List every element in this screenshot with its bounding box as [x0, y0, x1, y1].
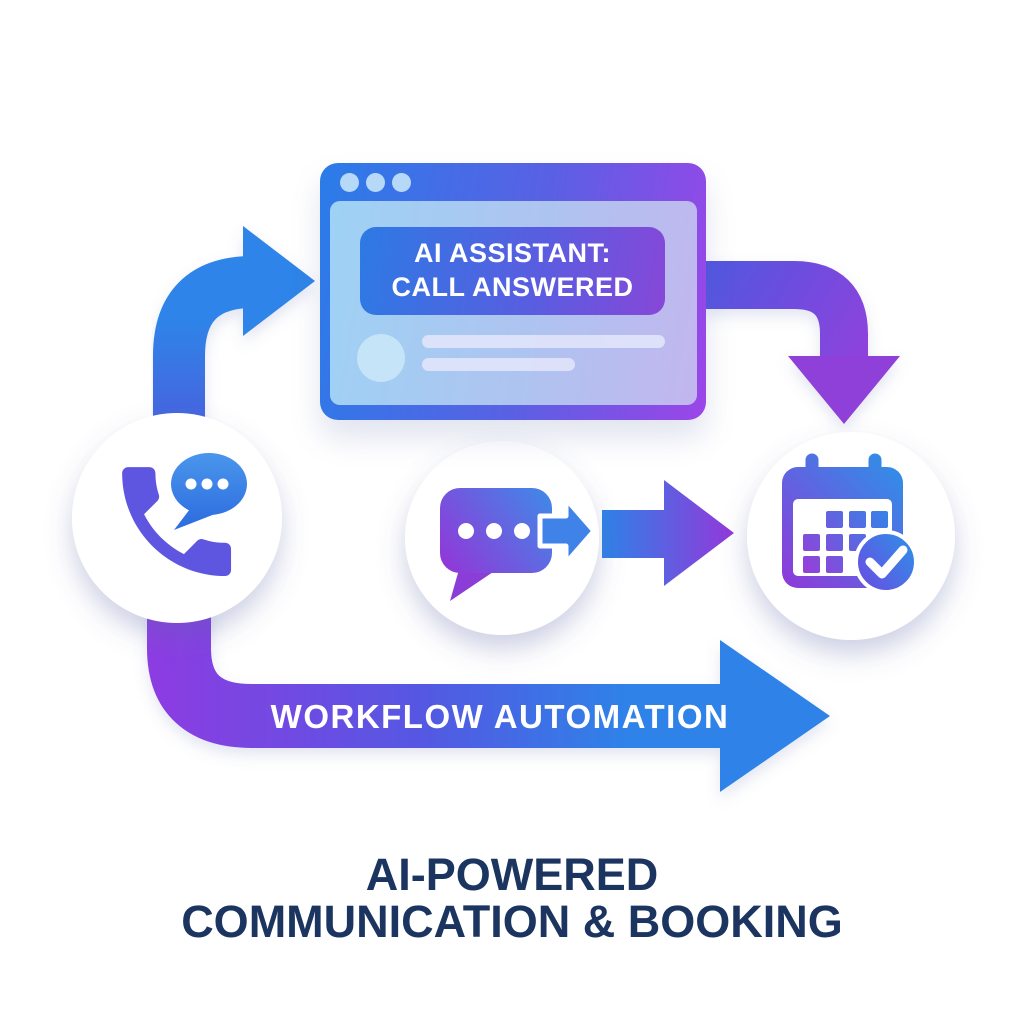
arrow-assistant-to-booking	[704, 261, 900, 424]
workflow-automation-arrow	[147, 608, 830, 792]
phone-with-chat-bubble-icon	[122, 453, 247, 577]
node-incoming-call	[72, 413, 282, 623]
avatar	[357, 334, 405, 382]
assistant-message-line2: CALL ANSWERED	[391, 272, 634, 302]
checkmark-icon	[865, 545, 908, 579]
browser-traffic-dots-icon	[340, 173, 411, 192]
arrow-message-to-booking	[602, 480, 734, 586]
page-title-line2: COMMUNICATION & BOOKING	[181, 896, 843, 947]
page-title: AI-POWERED COMMUNICATION & BOOKING	[0, 851, 1024, 945]
browser-content-panel: AI ASSISTANT: CALL ANSWERED	[330, 201, 697, 405]
assistant-message-line1: AI ASSISTANT:	[413, 238, 611, 269]
window-dot	[392, 173, 411, 192]
chat-message-send-icon	[440, 488, 597, 601]
window-dot	[340, 173, 359, 192]
check-badge	[854, 530, 918, 594]
calendar-check-icon	[782, 448, 918, 594]
arrow-call-to-assistant	[153, 226, 315, 446]
assistant-message-banner: AI ASSISTANT: CALL ANSWERED	[360, 227, 665, 315]
node-booking	[747, 432, 955, 640]
text-placeholder-line	[422, 335, 665, 348]
workflow-automation-label: WORKFLOW AUTOMATION	[270, 698, 730, 735]
ai-assistant-window: AI ASSISTANT: CALL ANSWERED	[320, 163, 706, 420]
window-dot	[366, 173, 385, 192]
page-title-line1: AI-POWERED	[365, 849, 659, 900]
text-placeholder-line	[422, 358, 575, 371]
node-message	[405, 441, 599, 635]
